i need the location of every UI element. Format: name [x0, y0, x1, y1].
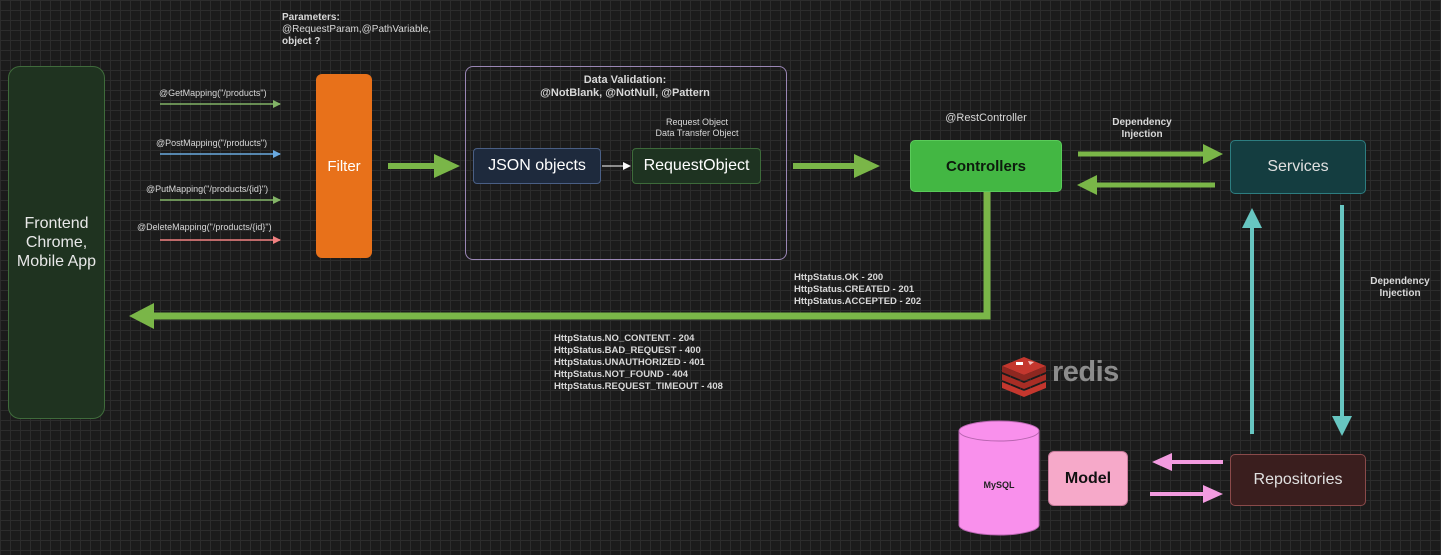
- frontend-label-line2: Chrome,: [25, 234, 88, 251]
- validation-to-controllers-arrow: [793, 154, 880, 178]
- json-objects-box: JSON objects: [473, 148, 601, 184]
- redis-logo-text: redis: [1052, 356, 1119, 388]
- post-mapping-label: @PostMapping("/products"): [156, 138, 268, 148]
- status-request-timeout: HttpStatus.REQUEST_TIMEOUT - 408: [554, 381, 723, 392]
- dependency-injection-right-line1: Dependency: [1370, 276, 1430, 287]
- repositories-box: Repositories: [1230, 454, 1366, 506]
- get-mapping-label: @GetMapping("/products"): [159, 88, 267, 98]
- delete-mapping-label: @DeleteMapping("/products/{id}"): [137, 222, 272, 232]
- parameters-line2: @RequestParam,@PathVariable,: [282, 24, 432, 35]
- frontend-box: Frontend Chrome, Mobile App: [8, 66, 105, 419]
- dependency-injection-top-line1: Dependency: [1112, 117, 1172, 128]
- status-no-content: HttpStatus.NO_CONTENT - 204: [554, 333, 695, 344]
- request-object-note: Request Object Data Transfer Object: [632, 117, 762, 139]
- dependency-injection-top-line2: Injection: [1121, 129, 1163, 140]
- services-to-controllers-arrow: [1077, 175, 1215, 195]
- controllers-to-services-arrow: [1078, 144, 1223, 164]
- controllers-box: Controllers: [910, 140, 1062, 192]
- request-object-note-line1: Request Object: [665, 117, 729, 127]
- status-accepted: HttpStatus.ACCEPTED - 202: [794, 296, 922, 307]
- repositories-to-services-arrow: [1242, 208, 1262, 434]
- validation-annotations: @NotBlank, @NotNull, @Pattern: [540, 87, 710, 99]
- model-box: Model: [1048, 451, 1128, 506]
- model-to-repositories-arrow: [1150, 485, 1223, 503]
- status-created: HttpStatus.CREATED - 201: [794, 284, 915, 295]
- filter-to-validation-arrow: [388, 154, 460, 178]
- frontend-label-line1: Frontend: [24, 215, 89, 232]
- validation-title: Data Validation:: [583, 74, 667, 86]
- status-success-list: HttpStatus.OK - 200 HttpStatus.CREATED -…: [794, 272, 921, 308]
- frontend-label-line3: Mobile App: [16, 253, 97, 270]
- status-unauthorized: HttpStatus.UNAUTHORIZED - 401: [554, 357, 705, 368]
- status-not-found: HttpStatus.NOT_FOUND - 404: [554, 369, 689, 380]
- dependency-injection-top: Dependency Injection: [1092, 117, 1192, 141]
- redis-logo-icon: [1002, 357, 1046, 397]
- status-other-list: HttpStatus.NO_CONTENT - 204 HttpStatus.B…: [554, 333, 723, 393]
- mysql-cylinder: [958, 420, 1040, 536]
- parameters-note: Parameters: @RequestParam,@PathVariable,…: [282, 12, 431, 48]
- dependency-injection-right: Dependency Injection: [1360, 276, 1440, 300]
- request-object-note-line2: Data Transfer Object: [655, 128, 739, 138]
- status-bad-request: HttpStatus.BAD_REQUEST - 400: [554, 345, 701, 356]
- request-object-box: RequestObject: [632, 148, 761, 184]
- response-arrow: [129, 192, 991, 329]
- filter-box: Filter: [316, 74, 372, 258]
- parameters-line3: object ?: [282, 36, 321, 47]
- rest-controller-label: @RestController: [945, 112, 1027, 124]
- mysql-label: MySQL: [983, 480, 1015, 490]
- validation-container: [465, 66, 787, 260]
- status-ok: HttpStatus.OK - 200: [794, 272, 884, 283]
- services-to-repositories-arrow: [1332, 205, 1352, 436]
- parameters-title: Parameters:: [282, 12, 340, 23]
- repositories-to-model-arrow: [1152, 453, 1223, 471]
- put-mapping-label: @PutMapping("/products/{id}"): [146, 184, 269, 194]
- dependency-injection-right-line2: Injection: [1379, 288, 1421, 299]
- services-box: Services: [1230, 140, 1366, 194]
